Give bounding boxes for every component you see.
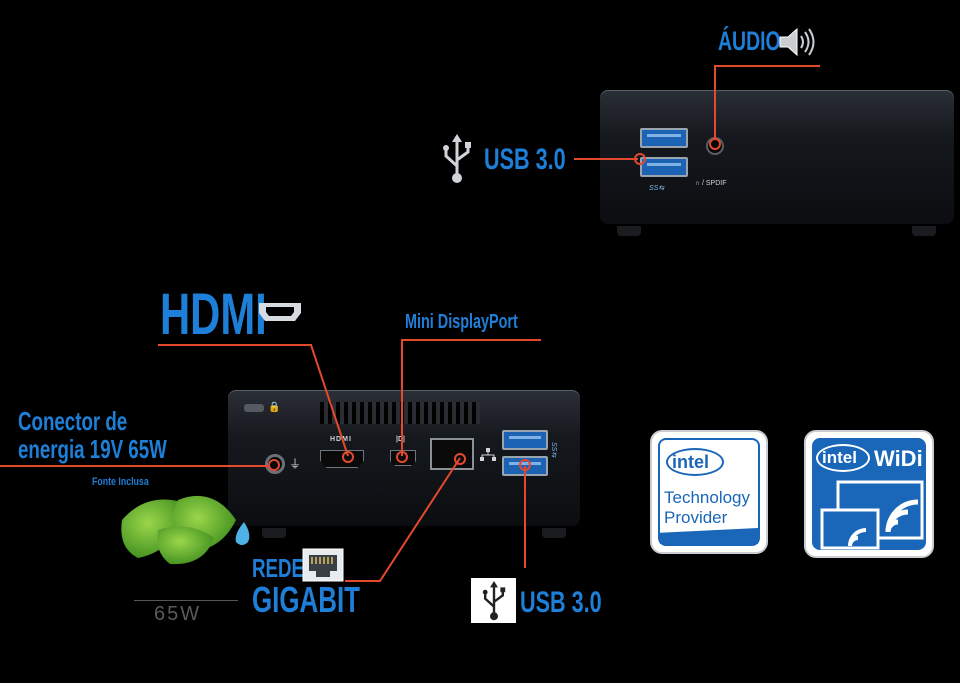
- watt-rule: [134, 600, 238, 601]
- hdmi-port-label: HDMI: [330, 436, 352, 443]
- hdmi-callout-h: [158, 344, 312, 346]
- minidp-label: Mini DisplayPort: [405, 311, 518, 333]
- power-note: Fonte Inclusa: [92, 476, 149, 488]
- hdmi-label: HDMI: [160, 282, 267, 347]
- usb-bottom-label: USB 3.0: [520, 586, 602, 619]
- widi-name: WiDi: [874, 446, 923, 471]
- ethernet-jack-icon: [302, 548, 344, 582]
- rede-callout-dot: [454, 453, 466, 465]
- power-plug-icon: ⏚: [289, 457, 302, 471]
- ethernet-icon: [480, 448, 496, 461]
- tech-brand: intel: [672, 452, 710, 472]
- widi-screen-icon: [820, 480, 924, 550]
- front-foot-left: [617, 226, 641, 236]
- audio-label: ÁUDIO: [718, 26, 781, 56]
- rear-vent: [320, 402, 480, 424]
- tech-badge-stripe: [660, 528, 758, 544]
- lock-icon: 🔒: [268, 402, 281, 413]
- minidp-callout-h: [401, 339, 541, 341]
- watt-label: 65W: [154, 603, 202, 625]
- usb-bottom-callout: [524, 466, 526, 568]
- leaf-icon: [121, 495, 250, 565]
- usb-icon: [443, 134, 471, 183]
- widi-intel-oval: [816, 444, 870, 472]
- front-usb-port-2: [640, 157, 688, 177]
- usb-top-label: USB 3.0: [484, 143, 566, 176]
- rede-label: REDE: [252, 553, 305, 583]
- audio-jack-label: ∩ / SPDIF: [695, 180, 727, 187]
- usb-bottom-callout-dot: [519, 459, 531, 471]
- audio-callout-h: [714, 65, 820, 67]
- front-usb-port-1: [640, 128, 688, 148]
- usb-top-callout-dot: [634, 153, 646, 165]
- power-label-line2: energia 19V 65W: [18, 434, 167, 464]
- badge-inner: intel Technology Provider: [658, 438, 760, 546]
- kensington-slot: [244, 404, 264, 412]
- power-callout-dot: [268, 459, 280, 471]
- usb-top-callout: [574, 158, 638, 160]
- rear-foot-right: [542, 528, 566, 538]
- intel-widi-badge: intel WiDi: [804, 430, 934, 558]
- rear-usb-port-1: [502, 430, 548, 450]
- power-callout-h: [0, 465, 268, 467]
- intel-technology-provider-badge: intel Technology Provider: [650, 430, 768, 554]
- gigabit-label: GIGABIT: [252, 579, 360, 620]
- ethernet-port: [430, 438, 474, 470]
- widi-inner: intel WiDi: [812, 438, 926, 550]
- hdmi-callout-dot: [342, 451, 354, 463]
- audio-callout-v: [714, 65, 716, 140]
- headphone-icon: ∩: [695, 180, 701, 187]
- intel-logo-oval: [666, 448, 724, 476]
- front-foot-right: [912, 226, 936, 236]
- speaker-icon: [779, 27, 815, 57]
- hdmi-port-icon: [259, 303, 301, 321]
- tech-line1: Technology: [664, 488, 751, 507]
- audio-callout-dot: [709, 138, 721, 150]
- minidp-callout-dot: [396, 451, 408, 463]
- power-label-line1: Conector de: [18, 406, 128, 436]
- tech-line2: Provider: [664, 508, 728, 527]
- widi-brand: intel: [822, 448, 857, 467]
- minidp-icon: |D|: [396, 436, 405, 443]
- rear-ss-usb-logo: SS⇆: [550, 442, 557, 458]
- rear-foot-left: [262, 528, 286, 538]
- usb-icon: [482, 581, 506, 621]
- ss-usb-logo: SS⇆: [649, 185, 665, 192]
